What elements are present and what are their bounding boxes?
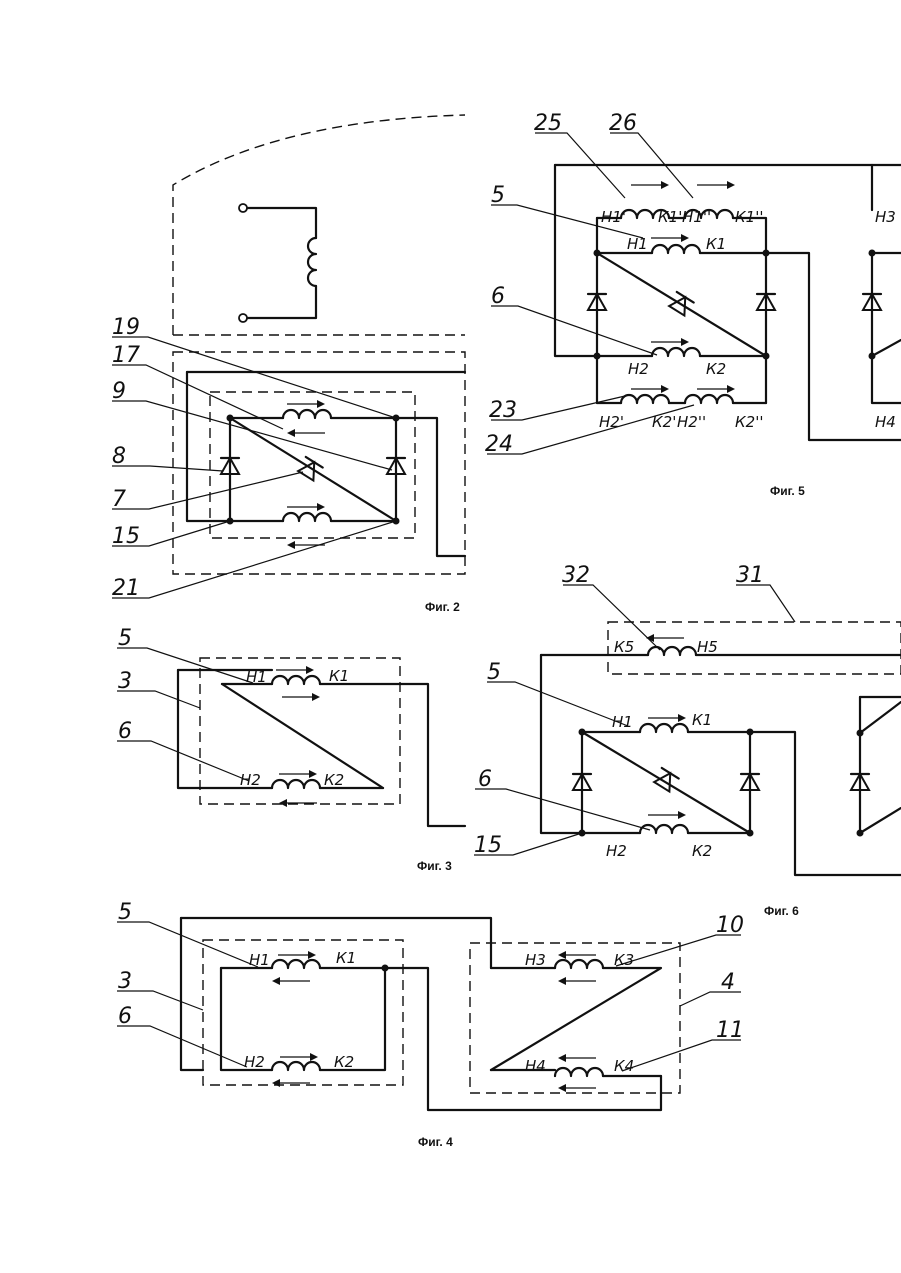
label-K4: К4 (614, 1057, 634, 1075)
label-H2: Н2 (240, 771, 261, 789)
ref-5: 5 (487, 660, 501, 685)
label-H2: Н2 (244, 1053, 265, 1071)
ref-4: 4 (721, 970, 735, 995)
ref-21: 21 (112, 576, 140, 601)
figure-2: 19 17 9 8 7 15 21 Фиг. 2 (112, 115, 465, 614)
ref-26: 26 (609, 111, 637, 136)
ref-6: 6 (118, 1004, 132, 1029)
ref-5: 5 (118, 626, 132, 651)
label-H1: Н1 (612, 713, 633, 731)
label-H1: Н1 (249, 951, 270, 969)
caption-fig2: Фиг. 2 (425, 600, 460, 614)
label-H1: Н1 (246, 668, 267, 686)
ref-5: 5 (118, 900, 132, 925)
label-K1pp: К1'' (735, 208, 763, 226)
ref-24: 24 (485, 432, 513, 457)
ref-23: 23 (489, 398, 517, 423)
label-H2pp: Н2'' (677, 413, 706, 431)
label-H2: Н2 (628, 360, 649, 378)
ref-6: 6 (118, 719, 132, 744)
ref-11: 11 (716, 1018, 744, 1043)
ref-8: 8 (112, 444, 126, 469)
caption-fig5: Фиг. 5 (770, 484, 805, 498)
ref-6: 6 (491, 284, 505, 309)
ref-10: 10 (716, 913, 744, 938)
caption-fig6: Фиг. 6 (764, 904, 799, 918)
ref-5: 5 (491, 183, 505, 208)
label-K2: К2 (334, 1053, 354, 1071)
label-K2: К2 (692, 842, 712, 860)
label-K1: К1 (706, 235, 726, 253)
label-H3: Н3 (875, 208, 896, 226)
label-K5: К5 (614, 638, 634, 656)
label-H1pp: Н1'' (682, 208, 711, 226)
caption-fig3: Фиг. 3 (417, 859, 452, 873)
label-K1p: К1' (658, 208, 682, 226)
ref-25: 25 (534, 111, 562, 136)
ref-9: 9 (112, 379, 126, 404)
label-K2: К2 (324, 771, 344, 789)
figure-6: К5 Н5 Н1 К1 Н2 К2 32 31 5 6 15 Фиг. 6 (474, 563, 901, 918)
figure-3: Н1 К1 Н2 К2 5 3 6 Фиг. 3 (117, 626, 465, 873)
ref-15: 15 (474, 833, 502, 858)
label-K1: К1 (329, 667, 349, 685)
caption-fig4: Фиг. 4 (418, 1135, 453, 1149)
label-K1: К1 (692, 711, 712, 729)
ref-19: 19 (112, 315, 140, 340)
label-H5: Н5 (697, 638, 718, 656)
ref-3: 3 (118, 669, 132, 694)
ref-32: 32 (562, 563, 590, 588)
ref-3: 3 (118, 969, 132, 994)
label-H2: Н2 (606, 842, 627, 860)
figure-5: Н1' К1' Н1'' К1'' Н1 К1 Н2 К2 Н2' К2' Н2… (485, 111, 901, 498)
label-H1: Н1 (627, 235, 648, 253)
label-H1p: Н1' (601, 208, 626, 226)
ref-7: 7 (112, 487, 126, 512)
label-K2: К2 (706, 360, 726, 378)
label-K1: К1 (336, 949, 356, 967)
ref-31: 31 (736, 563, 764, 588)
label-H3: Н3 (525, 951, 546, 969)
ref-17: 17 (112, 343, 140, 368)
ref-15: 15 (112, 524, 140, 549)
label-H4: Н4 (525, 1057, 546, 1075)
label-H4: Н4 (875, 413, 896, 431)
ref-6: 6 (478, 767, 492, 792)
figure-4: Н1 К1 Н2 К2 Н3 К3 Н4 К4 5 3 6 10 4 11 Фи… (117, 900, 744, 1149)
label-K2pp: К2'' (735, 413, 763, 431)
